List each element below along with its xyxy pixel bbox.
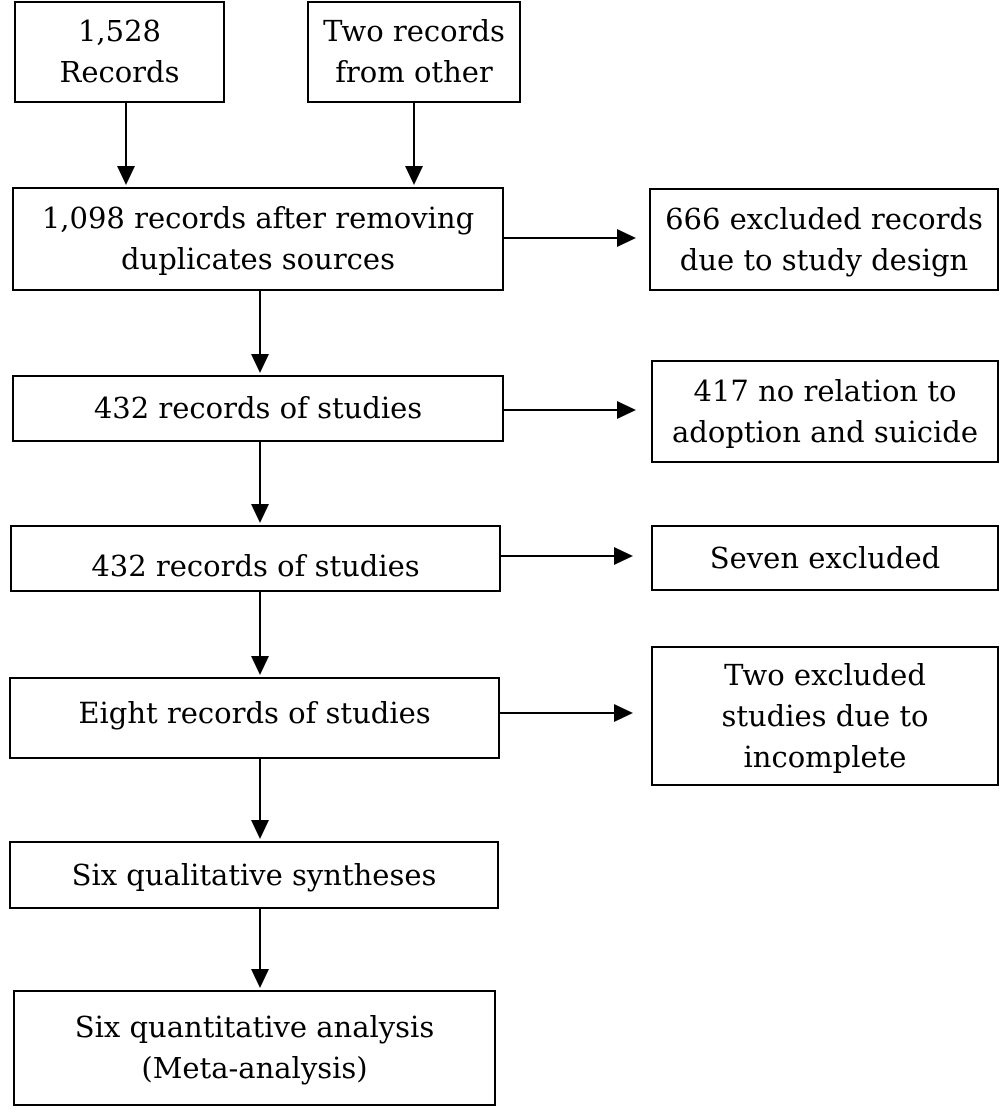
main-step-4-box: Eight records of studies xyxy=(9,677,500,759)
excluded-1-box: 666 excluded records due to study design xyxy=(649,188,999,291)
box-text-line: incomplete xyxy=(743,739,907,774)
arrowhead-source-records xyxy=(117,166,135,185)
box-text-line: studies due to xyxy=(721,698,929,733)
main-step-2-box: 432 records of studies xyxy=(12,375,504,442)
box-text-line: due to study design xyxy=(679,242,969,277)
arrowhead-main-2 xyxy=(251,504,269,523)
main-step-5-box: Six qualitative syntheses xyxy=(9,841,499,909)
arrowhead-source-other xyxy=(405,166,423,185)
box-text-line: Six qualitative syntheses xyxy=(71,857,437,892)
box-text-line: 432 records of studies xyxy=(93,391,423,425)
box-text-line: Six quantitative analysis xyxy=(74,1010,435,1044)
box-text-line: 1,528 xyxy=(77,14,161,48)
excluded-2-box: 417 no relation to adoption and suicide xyxy=(651,360,999,463)
box-text-line: duplicates sources xyxy=(121,242,395,276)
box-text-line: Seven excluded xyxy=(709,540,941,575)
arrowhead-exclude-3 xyxy=(614,547,633,565)
source-other-box: Two records from other xyxy=(307,1,521,103)
arrowhead-main-1 xyxy=(251,354,269,373)
box-text-line: Two records xyxy=(323,14,505,48)
excluded-4-box: Two excluded studies due to incomplete xyxy=(651,646,999,786)
arrowhead-exclude-2 xyxy=(617,401,636,419)
source-records-box: 1,528 Records xyxy=(14,1,225,103)
box-text-line: 666 excluded records xyxy=(665,201,983,236)
box-text-line: Two excluded xyxy=(724,657,926,692)
arrowhead-main-4 xyxy=(251,820,269,839)
box-text-line: from other xyxy=(335,55,493,89)
arrowhead-exclude-1 xyxy=(617,229,636,247)
main-step-3-box: 432 records of studies xyxy=(10,525,501,592)
box-text-line: 417 no relation to xyxy=(693,373,957,408)
box-text-line: 1,098 records after removing xyxy=(41,201,475,235)
arrowhead-exclude-4 xyxy=(614,704,633,722)
main-step-6-box: Six quantitative analysis (Meta-analysis… xyxy=(13,990,496,1106)
box-text-line: Records xyxy=(59,55,180,89)
excluded-3-box: Seven excluded xyxy=(651,525,999,591)
arrowhead-main-5 xyxy=(251,969,269,988)
box-text-line: (Meta-analysis) xyxy=(141,1051,368,1085)
box-text-line: Eight records of studies xyxy=(78,695,431,730)
box-text-line: 432 records of studies xyxy=(91,549,420,583)
arrowhead-main-3 xyxy=(251,656,269,675)
box-text-line: adoption and suicide xyxy=(672,414,978,449)
main-step-1-box: 1,098 records after removing duplicates … xyxy=(12,187,504,291)
